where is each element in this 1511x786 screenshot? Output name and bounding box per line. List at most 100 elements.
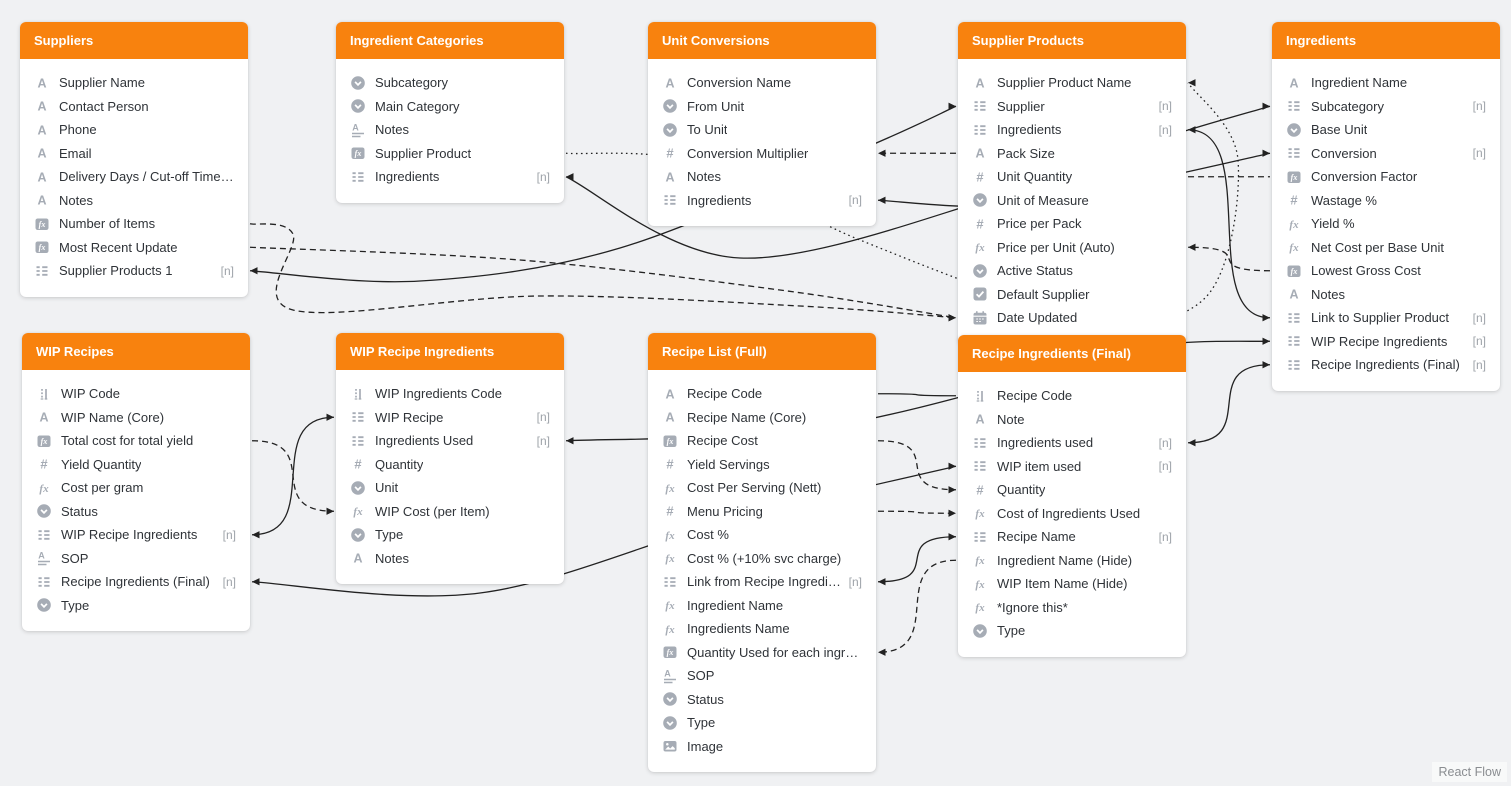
field-row[interactable]: Date Updated <box>958 306 1186 330</box>
table-header[interactable]: WIP Recipes <box>22 333 250 370</box>
field-row[interactable]: Link to Supplier Product[n] <box>1272 306 1500 330</box>
relationship-edge[interactable] <box>1187 246 1271 272</box>
relationship-edge[interactable] <box>877 510 957 514</box>
field-row[interactable]: Unit <box>336 476 564 500</box>
field-row[interactable]: Type <box>336 523 564 547</box>
relationship-edge[interactable] <box>877 559 957 653</box>
field-row[interactable]: Status <box>22 500 250 524</box>
field-row[interactable]: WIP item used[n] <box>958 455 1186 479</box>
field-row[interactable]: WIP Recipe[n] <box>336 406 564 430</box>
field-row[interactable]: Ingredients[n] <box>958 118 1186 142</box>
relationship-edge[interactable] <box>877 440 957 491</box>
relationship-edge[interactable] <box>251 440 335 512</box>
table-header[interactable]: Suppliers <box>20 22 248 59</box>
react-flow-attribution[interactable]: React Flow <box>1432 762 1507 782</box>
field-row[interactable]: Link from Recipe Ingredients...[n] <box>648 570 876 594</box>
field-row[interactable]: Type <box>22 594 250 618</box>
field-row[interactable]: Recipe Code <box>958 384 1186 408</box>
field-row[interactable]: #Price per Pack <box>958 212 1186 236</box>
field-row[interactable]: #Menu Pricing <box>648 500 876 524</box>
relationship-edge[interactable] <box>1187 129 1271 319</box>
field-row[interactable]: #Quantity <box>336 453 564 477</box>
field-row[interactable]: Image <box>648 735 876 759</box>
field-row[interactable]: WIP Ingredients Code <box>336 382 564 406</box>
field-row[interactable]: #Wastage % <box>1272 189 1500 213</box>
field-row[interactable]: #Yield Quantity <box>22 453 250 477</box>
field-row[interactable]: WIP Recipe Ingredients[n] <box>1272 330 1500 354</box>
relationship-edge[interactable] <box>249 105 957 283</box>
field-row[interactable]: Default Supplier <box>958 283 1186 307</box>
field-row[interactable]: Conversion[n] <box>1272 142 1500 166</box>
table-header[interactable]: WIP Recipe Ingredients <box>336 333 564 370</box>
field-row[interactable]: Recipe Ingredients (Final)[n] <box>1272 353 1500 377</box>
relationship-edge[interactable] <box>877 536 957 583</box>
table-header[interactable]: Supplier Products <box>958 22 1186 59</box>
field-row[interactable]: WIP Recipe Ingredients[n] <box>22 523 250 547</box>
field-row[interactable]: Type <box>958 619 1186 643</box>
table-header[interactable]: Recipe List (Full) <box>648 333 876 370</box>
field-row[interactable]: From Unit <box>648 95 876 119</box>
field-row[interactable]: Subcategory[n] <box>1272 95 1500 119</box>
field-row[interactable]: Type <box>648 711 876 735</box>
field-row[interactable]: WIP Code <box>22 382 250 406</box>
field-row[interactable]: Unit of Measure <box>958 189 1186 213</box>
field-row[interactable]: Recipe Name[n] <box>958 525 1186 549</box>
field-row[interactable]: Base Unit <box>1272 118 1500 142</box>
field-row[interactable]: Status <box>648 688 876 712</box>
table-header[interactable]: Ingredient Categories <box>336 22 564 59</box>
field-row[interactable]: Main Category <box>336 95 564 119</box>
field-row[interactable]: #Conversion Multiplier <box>648 142 876 166</box>
field-row[interactable]: Supplier[n] <box>958 95 1186 119</box>
field-row[interactable]: Recipe Ingredients (Final)[n] <box>22 570 250 594</box>
field-row[interactable]: Supplier Products 1[n] <box>20 259 248 283</box>
field-row[interactable]: Ingredients Used[n] <box>336 429 564 453</box>
table-header[interactable]: Ingredients <box>1272 22 1500 59</box>
field-row[interactable]: #Unit Quantity <box>958 165 1186 189</box>
field-row[interactable]: Ingredients[n] <box>336 165 564 189</box>
relationship-edge[interactable] <box>1187 364 1271 444</box>
relationship-edge[interactable] <box>249 246 957 319</box>
table-header[interactable]: Unit Conversions <box>648 22 876 59</box>
